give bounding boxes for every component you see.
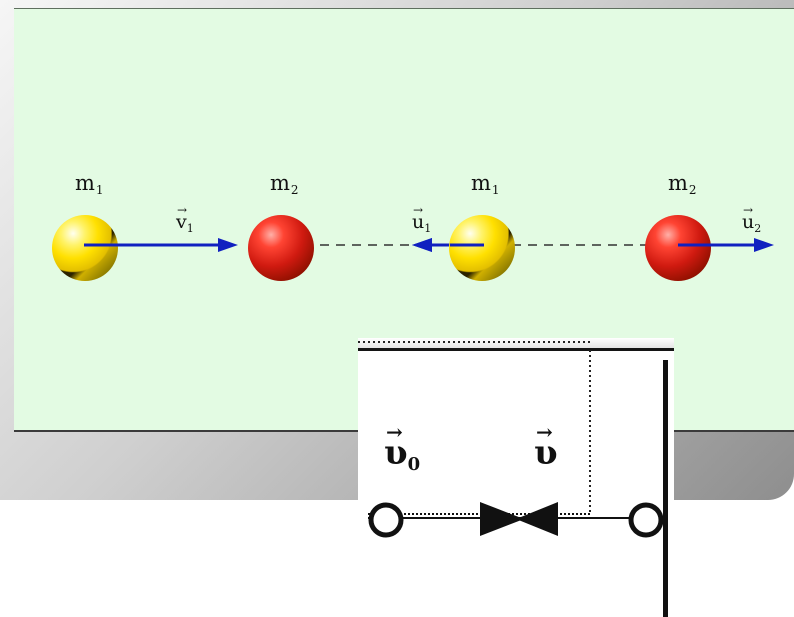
inset-triangle-right xyxy=(480,502,524,536)
ball-m1-before xyxy=(52,215,118,281)
inset-triangle-left xyxy=(516,502,558,536)
inset-right-wall xyxy=(663,360,668,617)
vector-label-v1: →v1 xyxy=(176,203,194,235)
u2-arrowhead xyxy=(754,238,774,252)
inset-left-circle xyxy=(368,502,404,538)
vector-label-u1: →u1 xyxy=(412,203,432,235)
inset-top-border xyxy=(358,338,674,351)
inset-figure: →υ0 →υ xyxy=(358,338,674,617)
ball-m2-before xyxy=(248,215,314,281)
ball-m1-after xyxy=(449,215,515,281)
inset-vector-v0: →υ0 xyxy=(384,420,421,475)
mass-label-m1: m1 xyxy=(471,171,500,197)
inset-diagram xyxy=(358,341,664,538)
ball-m2-after xyxy=(645,215,711,281)
mass-label-m2: m2 xyxy=(270,171,299,197)
v1-arrowhead xyxy=(218,238,238,252)
mass-label-m1: m1 xyxy=(75,171,104,197)
vector-label-u2: →u2 xyxy=(742,203,762,235)
mass-label-m2: m2 xyxy=(668,171,697,197)
inset-vector-v: →υ xyxy=(534,420,558,473)
u1-arrowhead xyxy=(412,238,432,252)
inset-right-circle xyxy=(628,502,664,538)
